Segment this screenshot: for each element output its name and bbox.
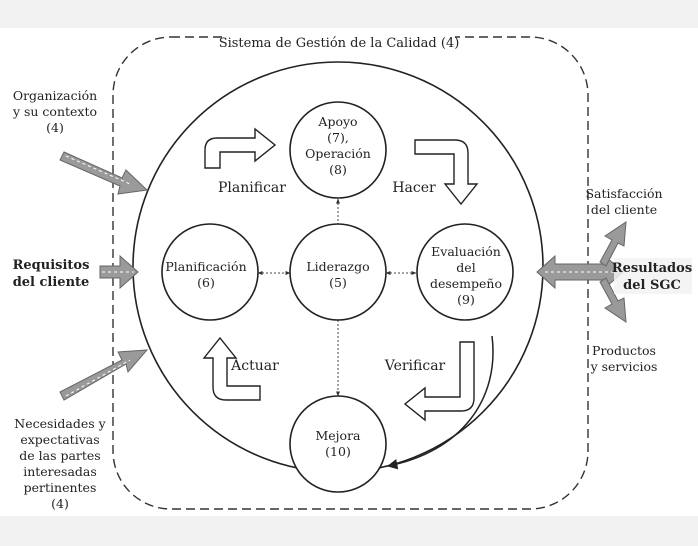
stakeholders-label-5: pertinentes	[24, 480, 97, 495]
planning-label-1: Planificación	[165, 259, 246, 274]
support-label-4: (8)	[329, 162, 347, 177]
check-arrow	[403, 341, 475, 422]
stakeholders-label-1: Necesidades y	[14, 416, 106, 431]
context-label-1: Organización	[13, 88, 97, 103]
products-output-arrow	[599, 277, 627, 323]
evaluation-to-improvement-arrow	[386, 335, 494, 470]
do-arrow	[414, 139, 479, 206]
stakeholders-label-6: (4)	[51, 496, 69, 511]
phase-plan: Planificar	[218, 180, 286, 196]
system-title: Sistema de Gestión de la Calidad (4)	[219, 36, 460, 51]
requirements-input-arrow	[99, 254, 139, 290]
satisfaction-label-2: del cliente	[591, 202, 657, 217]
satisfaction-label-1: Satisfacción	[585, 186, 662, 201]
context-label-2: y su contexto	[12, 104, 97, 119]
context-input-arrow	[59, 151, 149, 195]
context-label-3: (4)	[46, 120, 64, 135]
node-support-operation	[289, 101, 387, 199]
node-improvement	[289, 395, 387, 493]
leadership-label-2: (5)	[329, 275, 347, 290]
products-label-2: y servicios	[590, 359, 658, 374]
support-label-3: Operación	[305, 146, 371, 161]
improvement-label-1: Mejora	[315, 428, 361, 443]
evaluation-label-2: del	[456, 260, 475, 275]
evaluation-label-4: (9)	[457, 292, 475, 307]
act-arrow	[202, 336, 261, 401]
plan-arrow	[204, 127, 277, 169]
stakeholders-label-3: de las partes	[19, 448, 100, 463]
evaluation-label-3: desempeño	[430, 276, 502, 291]
phase-do: Hacer	[392, 180, 436, 196]
support-label-1: Apoyo	[317, 114, 357, 129]
leadership-label-1: Liderazgo	[306, 259, 369, 274]
node-evaluation	[416, 223, 514, 321]
results-label-backdrop	[614, 258, 692, 294]
stakeholders-label-4: interesadas	[23, 464, 97, 479]
evaluation-label-1: Evaluación	[431, 244, 501, 259]
stakeholders-label-2: expectativas	[20, 432, 99, 447]
requirements-label-1: Requisitos	[13, 258, 90, 273]
planning-label-2: (6)	[197, 275, 215, 290]
requirements-label-2: del cliente	[13, 275, 90, 290]
title-backdrop	[223, 33, 455, 51]
satisfaction-output-arrow	[599, 221, 627, 267]
improvement-label-2: (10)	[325, 444, 351, 459]
products-label-1: Productos	[592, 343, 656, 358]
node-planning	[161, 223, 259, 321]
results-label-2: del SGC	[623, 278, 681, 293]
support-label-2: (7),	[327, 130, 349, 145]
results-label-1: Resultados	[612, 261, 692, 276]
node-leadership	[289, 223, 387, 321]
phase-act: Actuar	[230, 358, 279, 374]
phase-check: Verificar	[384, 358, 446, 374]
stakeholder-arrow-hatch	[65, 359, 131, 397]
